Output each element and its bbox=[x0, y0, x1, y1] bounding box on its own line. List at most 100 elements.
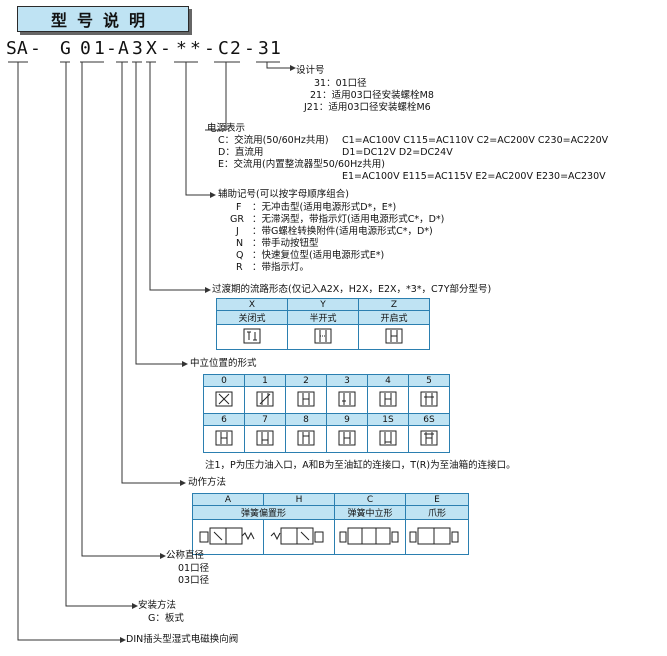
neutral-label: 中立位置的形式 bbox=[190, 358, 257, 369]
code-dash: - bbox=[30, 38, 41, 59]
action-symbol-h bbox=[263, 519, 335, 555]
aux-value: ：带G螺栓转换附件(适用电源形式C*，D*) bbox=[252, 226, 433, 237]
code-3: 3 bbox=[132, 38, 143, 59]
neutral-symbol-5 bbox=[408, 386, 450, 414]
valve-spring-offset-icon bbox=[199, 527, 255, 544]
power-e-values: E1=AC100V E115=AC115V E2=AC200V E230=AC2… bbox=[342, 171, 606, 182]
action-table: A H C E 弹簧偏置形 弹簧中立形 爪形 bbox=[192, 493, 469, 555]
power-line-c: C：交流用(50/60Hz共用) bbox=[218, 135, 329, 146]
neutral-symbol-4 bbox=[367, 386, 409, 414]
design-line: 31：01口径 bbox=[314, 78, 367, 89]
code-sa: SA bbox=[6, 38, 28, 59]
code-0: 0 bbox=[80, 38, 91, 59]
action-symbol-a bbox=[192, 519, 264, 555]
power-d-values: D1=DC12V D2=DC24V bbox=[342, 147, 453, 158]
aux-value: ：无滞涡型，带指示灯(适用电源形式C*，D*) bbox=[252, 214, 445, 225]
neutral-note: 注1，P为压力油入口，A和B为至油缸的连接口，T(R)为至油箱的连接口。 bbox=[205, 460, 516, 471]
power-label: 电源表示 bbox=[207, 123, 246, 134]
aux-key: R bbox=[236, 262, 243, 273]
spool-open-icon bbox=[215, 430, 233, 445]
action-symbol-c bbox=[334, 519, 406, 555]
spool-open-icon bbox=[379, 430, 397, 445]
neutral-header: 8 bbox=[285, 413, 327, 426]
aux-key: J bbox=[236, 226, 239, 237]
valve-closed-icon bbox=[243, 328, 261, 343]
neutral-header: 2 bbox=[285, 374, 327, 387]
transition-name: 关闭式 bbox=[216, 310, 288, 325]
code-dash: - bbox=[160, 38, 171, 59]
design-line: 21：适用03口径安装螺栓M8 bbox=[310, 90, 434, 101]
transition-header: Y bbox=[287, 298, 359, 311]
valve-half-open-icon bbox=[314, 328, 332, 343]
code-3: 3 bbox=[258, 38, 269, 59]
mounting-label: 安装方法 bbox=[138, 600, 177, 611]
neutral-symbol-6s bbox=[408, 425, 450, 453]
valve-detent-icon bbox=[409, 527, 459, 544]
transition-table: X Y Z 关闭式 半开式 开启式 bbox=[216, 298, 430, 350]
code-star: * bbox=[190, 38, 201, 59]
power-c-values: C1=AC100V C115=AC110V C2=AC200V C230=AC2… bbox=[342, 135, 609, 146]
neutral-symbol-8 bbox=[285, 425, 327, 453]
code-x: X bbox=[146, 38, 157, 59]
aux-value: ：快速复位型(适用电源形式E*) bbox=[252, 250, 385, 261]
code-dash: - bbox=[244, 38, 255, 59]
neutral-symbol-7 bbox=[244, 425, 286, 453]
transition-symbol-y bbox=[287, 324, 359, 350]
spool-open-icon bbox=[256, 430, 274, 445]
neutral-header: 6S bbox=[408, 413, 450, 426]
neutral-header: 1S bbox=[367, 413, 409, 426]
neutral-symbol-2 bbox=[285, 386, 327, 414]
aux-key: N bbox=[236, 238, 244, 249]
design-line: J21：适用03口径安装螺栓M6 bbox=[304, 102, 431, 113]
neutral-header: 9 bbox=[326, 413, 368, 426]
neutral-header: 5 bbox=[408, 374, 450, 387]
code-2: 2 bbox=[230, 38, 241, 59]
power-line-e: E：交流用(内置整流器型50/60Hz共用) bbox=[218, 159, 385, 170]
spool-open-icon bbox=[338, 430, 356, 445]
aux-key: F bbox=[236, 202, 242, 213]
transition-header: X bbox=[216, 298, 288, 311]
valve-open-icon bbox=[385, 328, 403, 343]
neutral-symbol-3 bbox=[326, 386, 368, 414]
neutral-header: 3 bbox=[326, 374, 368, 387]
valve-spring-center-icon bbox=[339, 527, 399, 544]
aux-value: ：带指示灯。 bbox=[252, 262, 310, 273]
spool-open-icon bbox=[338, 391, 356, 406]
diameter-label: 公称直径 bbox=[166, 550, 205, 561]
neutral-symbol-1s bbox=[367, 425, 409, 453]
action-header: C bbox=[334, 493, 406, 506]
page-title: 型号说明 bbox=[17, 6, 189, 32]
action-symbol-e bbox=[405, 519, 469, 555]
model-code: SA - G 0 1 - A 3 X - * * - C 2 - 3 1 bbox=[6, 38, 306, 60]
transition-symbol-z bbox=[358, 324, 430, 350]
aux-label: 辅助记号(可以按字母顺序组合) bbox=[218, 189, 349, 200]
transition-header: Z bbox=[358, 298, 430, 311]
action-sub: 弹簧中立形 bbox=[334, 505, 406, 520]
neutral-header: 7 bbox=[244, 413, 286, 426]
diameter-line: 03口径 bbox=[178, 575, 210, 586]
design-label: 设计号 bbox=[296, 65, 325, 76]
action-header: E bbox=[405, 493, 469, 506]
neutral-header: 6 bbox=[203, 413, 245, 426]
code-c: C bbox=[218, 38, 229, 59]
transition-name: 半开式 bbox=[287, 310, 359, 325]
power-line-d: D：直流用 bbox=[218, 147, 264, 158]
spool-open-icon bbox=[379, 391, 397, 406]
action-sub: 爪形 bbox=[405, 505, 469, 520]
neutral-table: 0 1 2 3 4 5 6 7 8 9 1S 6S bbox=[203, 374, 450, 453]
spool-open-icon bbox=[420, 391, 438, 406]
neutral-symbol-6 bbox=[203, 425, 245, 453]
spool-open-icon bbox=[420, 430, 438, 445]
code-1: 1 bbox=[270, 38, 281, 59]
code-1: 1 bbox=[94, 38, 105, 59]
valve-spring-offset-icon bbox=[270, 527, 324, 544]
action-header: A bbox=[192, 493, 264, 506]
code-dash: - bbox=[106, 38, 117, 59]
neutral-symbol-1 bbox=[244, 386, 286, 414]
mounting-line: G：板式 bbox=[148, 613, 184, 624]
action-header: H bbox=[263, 493, 335, 506]
neutral-header: 4 bbox=[367, 374, 409, 387]
aux-value: ：无冲击型(适用电源形式D*，E*) bbox=[252, 202, 397, 213]
spool-cross-icon bbox=[215, 391, 233, 406]
transition-label: 过渡期的流路形态(仅记入A2X，H2X，E2X，*3*，C7Y部分型号) bbox=[212, 284, 492, 295]
